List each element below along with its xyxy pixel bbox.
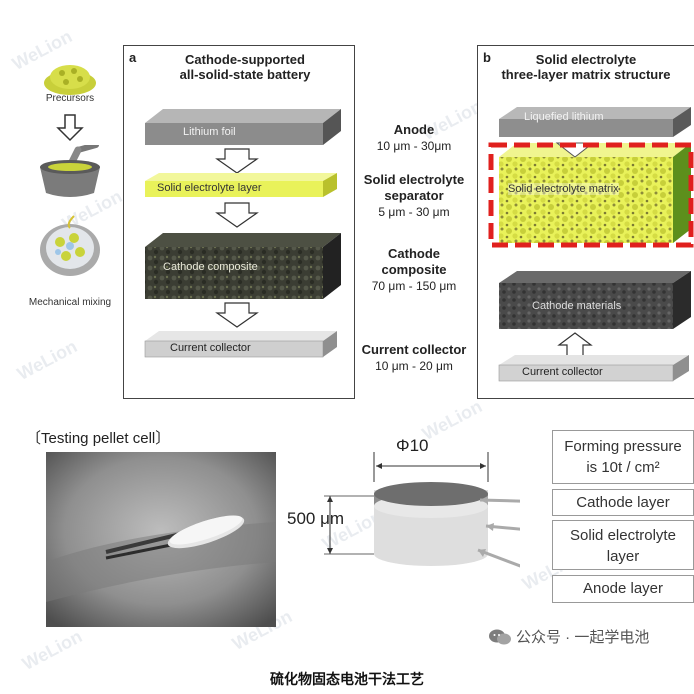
separator-range: 5 μm - 30 μm: [378, 205, 450, 219]
watermark: WeLion: [18, 626, 86, 675]
forming-pressure-box: Forming pressure is 10t / cm²: [552, 430, 694, 484]
down-arrow-icon: [215, 202, 259, 228]
separator-desc: Solid electrolyte separator 5 μm - 30 μm: [344, 172, 484, 220]
collector-name: Current collector: [361, 342, 467, 357]
precursors-label: Precursors: [45, 93, 95, 104]
layer-liquefied-lithium: [499, 107, 691, 137]
collector-desc: Current collector 10 μm - 20 μm: [344, 342, 484, 374]
liquefied-lithium-label: Liquefied lithium: [524, 111, 604, 123]
cathode-desc: Cathode composite 70 μm - 150 μm: [344, 246, 484, 294]
separator-name-line1: Solid electrolyte: [363, 172, 465, 187]
watermark: WeLion: [13, 336, 81, 385]
cathode-name-line1: Cathode: [388, 246, 440, 261]
mixing-jar-icon: [40, 215, 100, 276]
layer-solid-electrolyte: [145, 173, 337, 197]
anode-desc: Anode 10 μm - 30μm: [344, 122, 484, 154]
se-layer-box: Solid electrolyte layer: [552, 520, 694, 570]
separator-name-line2: separator: [384, 188, 444, 203]
up-arrow-icon: [557, 332, 593, 358]
lithium-foil-label: Lithium foil: [183, 126, 236, 138]
panel-b-stack: [488, 107, 694, 382]
diameter-label: Φ10: [396, 436, 429, 455]
highlight-dashed-box: [488, 142, 694, 248]
watermark: WeLion: [418, 396, 486, 445]
wechat-icon: [489, 629, 511, 645]
forming-line2: is 10t / cm²: [586, 459, 660, 476]
down-arrow-icon: [215, 302, 259, 328]
anode-layer-box: Anode layer: [552, 575, 694, 603]
panel-b-title-line1: Solid electrolyte: [535, 52, 637, 67]
se-matrix-label: Solid electrolyte matrix: [508, 183, 619, 195]
anode-name: Anode: [393, 122, 435, 137]
cathode-layer-label: Cathode layer: [576, 494, 670, 511]
panel-a-title-line1: Cathode-supported: [185, 52, 305, 67]
precursor-powder-icon: [44, 65, 96, 95]
current-collector-b-label: Current collector: [522, 366, 603, 378]
cathode-materials-label: Cathode materials: [532, 300, 622, 312]
down-arrow-icon: [56, 114, 84, 142]
testing-title: 〔Testing pellet cell〕: [26, 430, 171, 447]
down-arrow-icon: [215, 148, 259, 174]
panel-b-letter: b: [483, 50, 491, 65]
panel-a-title-line2: all-solid-state battery: [179, 67, 311, 82]
precursors-section: Precursors Mechanical mixing: [29, 55, 111, 315]
cathode-name-line2: composite: [381, 262, 447, 277]
mixing-label: Mechanical mixing: [28, 297, 112, 308]
cathode-composite-label: Cathode composite: [163, 261, 258, 273]
panel-b-title-line2: three-layer matrix structure: [501, 67, 671, 82]
cathode-layer-box: Cathode layer: [552, 489, 694, 516]
panel-a-stack: [144, 109, 341, 358]
collector-range: 10 μm - 20 μm: [375, 359, 453, 373]
se-layer-line2: layer: [606, 548, 640, 565]
thickness-label: 500 μm: [287, 509, 345, 528]
layer-cathode-composite: [145, 233, 341, 299]
se-layer-line1: Solid electrolyte: [570, 527, 676, 544]
mortar-pestle-icon: [40, 145, 100, 197]
layer-cathode-materials: [499, 271, 691, 329]
anode-layer-label: Anode layer: [582, 580, 664, 597]
cathode-range: 70 μm - 150 μm: [371, 279, 457, 293]
footer-caption: 硫化物固态电池干法工艺: [270, 672, 424, 688]
pellet-diagram: [324, 452, 520, 568]
layer-lithium-foil: [145, 109, 341, 145]
solid-electrolyte-label: Solid electrolyte layer: [157, 182, 262, 194]
current-collector-label: Current collector: [170, 342, 251, 354]
layer-current-collector: [144, 331, 337, 358]
forming-line1: Forming pressure: [564, 438, 682, 455]
anode-range: 10 μm - 30μm: [376, 139, 452, 153]
pellet-photo: [46, 452, 276, 627]
wechat-label: 公众号 · 一起学电池: [516, 629, 650, 646]
panel-a-letter: a: [129, 50, 137, 65]
layer-current-collector-b: [498, 355, 689, 382]
